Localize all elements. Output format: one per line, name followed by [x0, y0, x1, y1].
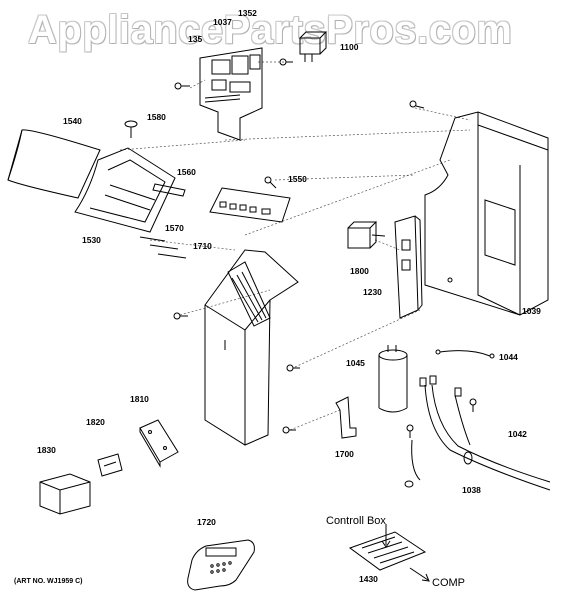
label-1230: 1230: [363, 287, 382, 297]
label-1550: 1550: [288, 174, 307, 184]
label-1100: 1100: [340, 42, 359, 52]
relay-1100: [300, 32, 326, 62]
rods-1570-1710: [140, 237, 186, 258]
leader-lines: [120, 62, 470, 430]
screw-board-left: [175, 83, 190, 89]
annotation-comp: COMP: [432, 577, 465, 589]
label-135: 135: [188, 34, 203, 44]
label-1720: 1720: [197, 517, 216, 527]
label-1352: 1352: [238, 8, 257, 18]
label-1045: 1045: [346, 358, 365, 368]
board-1810: [140, 420, 178, 466]
label-1430: 1430: [359, 574, 378, 584]
screw-duct-left: [174, 313, 188, 319]
screw-cabinet-top: [410, 101, 424, 108]
board-1820: [98, 454, 122, 476]
label-1530: 1530: [82, 235, 101, 245]
label-1810: 1810: [130, 394, 149, 404]
screw-bracket: [283, 427, 296, 433]
label-1540: 1540: [63, 116, 82, 126]
bracket-1700: [336, 397, 356, 438]
screw-board-right: [280, 59, 293, 65]
front-panel-1540: [8, 130, 100, 198]
label-1580: 1580: [147, 112, 166, 122]
transformer-1800: [348, 222, 385, 248]
remote-control-1720: [188, 540, 255, 590]
push-pin-1580: [125, 121, 137, 138]
main-control-board: [200, 48, 262, 140]
label-1800: 1800: [350, 266, 369, 276]
art-number: (ART NO. WJ1959 C): [14, 578, 83, 585]
module-1830: [40, 474, 90, 514]
label-1039: 1039: [522, 306, 541, 316]
label-1570: 1570: [165, 223, 184, 233]
light-pipe-1560: [153, 184, 185, 196]
screw-harness: [407, 399, 476, 438]
watermark-logo: AppliancePartsPros.com: [28, 8, 513, 52]
display-cover-1530: [75, 148, 175, 232]
label-1700: 1700: [335, 449, 354, 459]
label-1820: 1820: [86, 417, 105, 427]
label-1042: 1042: [508, 429, 527, 439]
control-bracket-1230: [395, 216, 422, 318]
cabinet-1039: [425, 112, 548, 315]
wire-lead-1044: [436, 350, 494, 358]
label-1044: 1044: [499, 352, 518, 362]
capacitor-1045: [379, 345, 407, 412]
screw-display-board: [265, 177, 276, 188]
label-1038: 1038: [462, 485, 481, 495]
wiring-label-1430: [350, 524, 429, 581]
label-1710: 1710: [193, 241, 212, 251]
screw-capacitor: [287, 365, 300, 371]
air-duct-housing: [205, 250, 298, 445]
display-board-1550: [210, 188, 290, 222]
annotation-control-box: Controll Box: [326, 515, 386, 527]
wiring-harness-1042: [405, 376, 550, 490]
label-1037: 1037: [213, 17, 232, 27]
label-1560: 1560: [177, 167, 196, 177]
label-1830: 1830: [37, 445, 56, 455]
